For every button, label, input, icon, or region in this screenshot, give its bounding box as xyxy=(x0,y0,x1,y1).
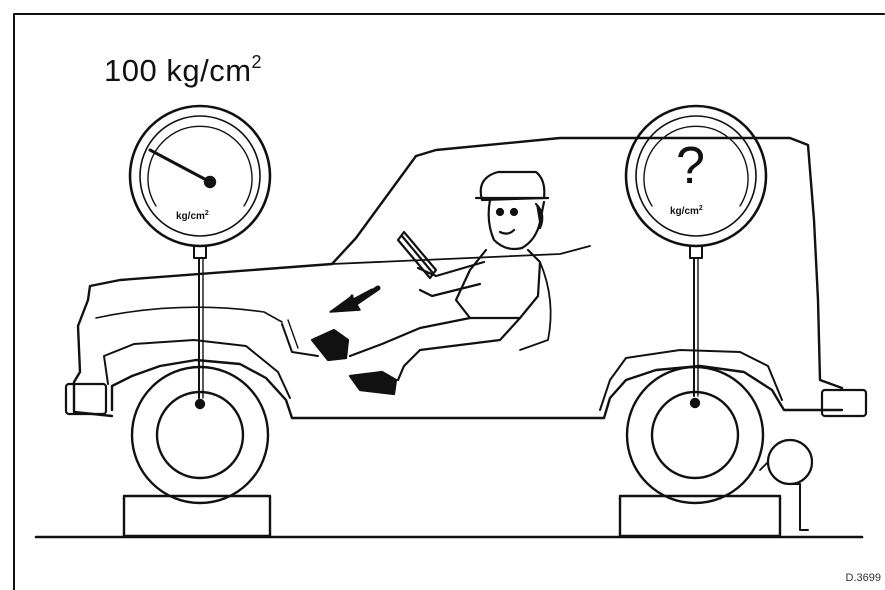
front-gauge-scale xyxy=(148,126,252,206)
vehicle-window-line xyxy=(332,246,590,264)
figure-id: D.3699 xyxy=(846,572,881,584)
front-reading-number: 100 xyxy=(104,53,157,88)
front-gauge-needle xyxy=(150,150,214,184)
rear-dial-unit-text: kg/cm xyxy=(670,206,699,217)
bleeder-bottle xyxy=(768,440,812,484)
rear-gauge-reading: ? xyxy=(676,136,705,196)
bleeder-pipe xyxy=(790,484,808,530)
front-reading-unit: kg/cm xyxy=(166,53,251,88)
front-reading-exponent: 2 xyxy=(252,52,263,72)
rear-dial-unit-exponent: 2 xyxy=(699,205,703,212)
driver-figure xyxy=(282,172,551,394)
rear-gauge-dial-unit: kg/cm2 xyxy=(670,205,703,217)
front-bumper xyxy=(66,384,106,414)
front-dial-unit-text: kg/cm xyxy=(176,211,205,222)
rear-gauge-stem xyxy=(690,246,702,258)
front-gauge-stem xyxy=(194,246,206,258)
front-gauge-pivot xyxy=(205,177,215,187)
front-fender xyxy=(104,340,290,398)
front-gauge-dial-unit: kg/cm2 xyxy=(176,210,209,222)
vehicle-hood-line xyxy=(96,307,282,322)
frame-border xyxy=(14,14,884,590)
rear-bumper xyxy=(822,390,866,416)
front-dial-unit-exponent: 2 xyxy=(205,210,209,217)
rear-hub xyxy=(691,399,699,407)
front-gauge-reading: 100 kg/cm2 xyxy=(104,52,262,89)
front-hub xyxy=(196,400,204,408)
